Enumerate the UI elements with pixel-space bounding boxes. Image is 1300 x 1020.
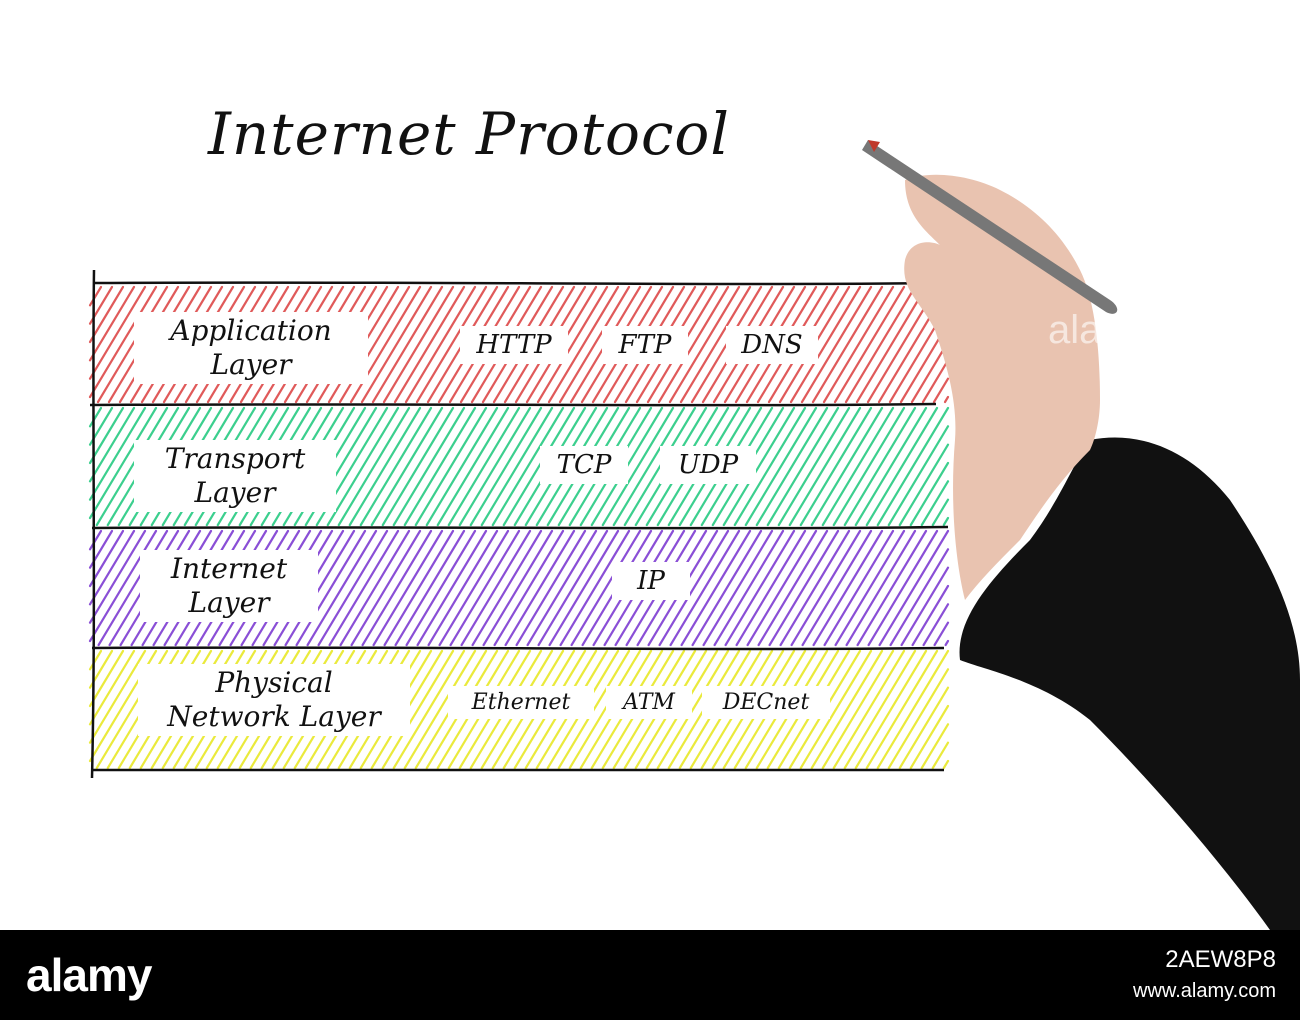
table-top-border xyxy=(93,281,945,286)
label-line: Layer xyxy=(210,348,292,381)
divider-1 xyxy=(89,402,937,407)
label-line: Network Layer xyxy=(167,700,381,733)
application-layer-label: Application Layer xyxy=(134,312,368,384)
diagram-canvas: Internet Protocol Application Layer HTTP… xyxy=(88,100,1300,930)
watermark-text: ala xyxy=(1048,308,1102,352)
internet-layer-label: Internet Layer xyxy=(140,550,318,622)
image-id: 2AEW8P8 xyxy=(1165,946,1276,973)
site-url: www.alamy.com xyxy=(1133,980,1276,1002)
hand-illustration xyxy=(862,140,1300,930)
table-bottom-border xyxy=(91,768,945,772)
brand-logo: alamy xyxy=(26,949,152,1001)
protocol-ip: IP xyxy=(612,562,690,600)
physical-network-layer-label: Physical Network Layer xyxy=(138,664,410,736)
layer-table xyxy=(88,140,1300,930)
label-line: Transport xyxy=(164,442,306,475)
label-line: Layer xyxy=(194,476,276,509)
footer-bar: alamy 2AEW8P8 www.alamy.com xyxy=(0,930,1300,1020)
divider-3 xyxy=(91,646,945,651)
sleeve xyxy=(959,437,1300,930)
pen xyxy=(862,140,1118,314)
pen-tip-icon xyxy=(868,140,880,152)
protocol-dns: DNS xyxy=(726,326,818,364)
label-line: Physical xyxy=(215,666,333,699)
protocol-decnet: DECnet xyxy=(702,686,830,719)
label-line: Internet xyxy=(170,552,288,585)
protocol-http: HTTP xyxy=(460,326,568,364)
label-line: Layer xyxy=(188,586,270,619)
transport-layer-label: Transport Layer xyxy=(134,440,336,512)
protocol-ftp: FTP xyxy=(602,326,688,364)
label-line: Application xyxy=(170,314,332,347)
hand xyxy=(904,174,1100,600)
protocol-udp: UDP xyxy=(660,446,756,484)
table-left-border xyxy=(90,269,96,779)
divider-2 xyxy=(91,525,949,530)
diagram-title: Internet Protocol xyxy=(208,100,730,168)
protocol-ethernet: Ethernet xyxy=(448,686,594,719)
protocol-tcp: TCP xyxy=(540,446,628,484)
protocol-atm: ATM xyxy=(606,686,692,719)
